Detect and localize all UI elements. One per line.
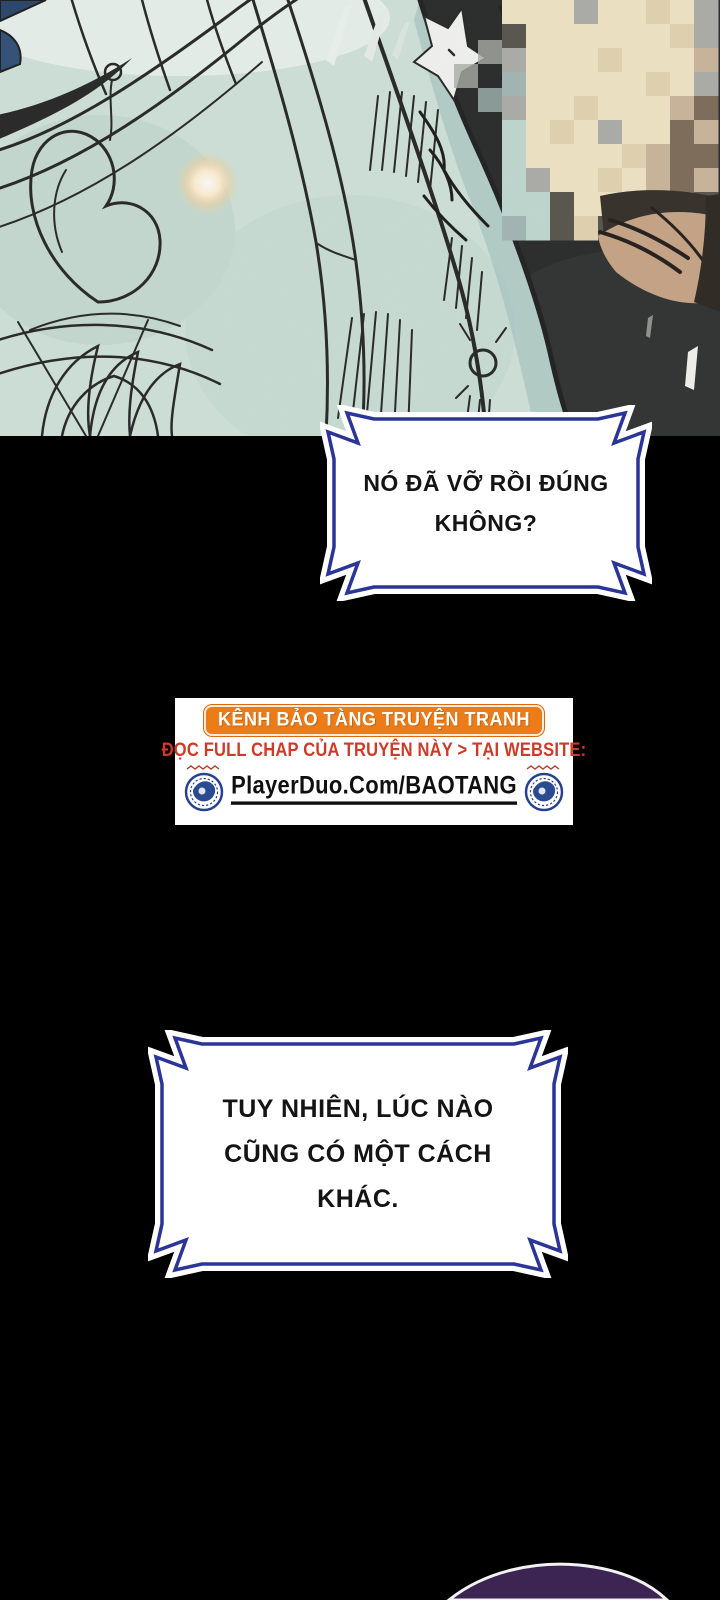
speech-bubble-2-text: TUY NHIÊN, LÚC NÀO CŨNG CÓ MỘT CÁCH KHÁC… (148, 1030, 568, 1278)
website-url: PlayerDuo.Com/BAOTANG (231, 771, 517, 805)
channel-badge: KÊNH BẢO TÀNG TRUYỆN TRANH (204, 705, 544, 736)
peek-dome (446, 1562, 670, 1600)
stamp-logo-left (184, 763, 224, 813)
speech-bubble-1: NÓ ĐÃ VỠ RỒI ĐÚNG KHÔNG? (320, 405, 652, 601)
promo-banner: KÊNH BẢO TÀNG TRUYỆN TRANH ĐỌC FULL CHAP… (162, 698, 586, 825)
speech-line: TUY NHIÊN, LÚC NÀO (222, 1094, 494, 1123)
stamp-logo-icon (184, 772, 224, 812)
speech-bubble-2: TUY NHIÊN, LÚC NÀO CŨNG CÓ MỘT CÁCH KHÁC… (148, 1030, 568, 1278)
logo-caption-scribble (186, 765, 220, 770)
bottom-peek-shape (446, 1562, 670, 1600)
speech-bubble-1-text: NÓ ĐÃ VỠ RỒI ĐÚNG KHÔNG? (320, 405, 652, 601)
speech-line: KHÁC. (317, 1184, 399, 1213)
burst-bubble-frame (148, 1030, 568, 1278)
website-row: PlayerDuo.Com/BAOTANG (184, 763, 564, 813)
speech-line: CŨNG CÓ MỘT CÁCH (224, 1139, 492, 1168)
burst-bubble-frame (320, 405, 652, 601)
comic-artwork-panel (0, 0, 720, 436)
logo-caption-scribble (526, 765, 560, 770)
promo-text-row: ĐỌC FULL CHAP CỦA TRUYỆN NÀY > TẠI WEBSI… (161, 739, 587, 761)
stamp-logo-icon (524, 772, 564, 812)
speech-line: NÓ ĐÃ VỠ RỒI ĐÚNG (363, 470, 609, 496)
channel-badge-label: KÊNH BẢO TÀNG TRUYỆN TRANH (218, 708, 530, 730)
stamp-logo-right (524, 763, 564, 813)
speech-line: KHÔNG? (434, 510, 538, 536)
promo-text: ĐỌC FULL CHAP CỦA TRUYỆN NÀY > TẠI WEBSI… (161, 739, 587, 761)
